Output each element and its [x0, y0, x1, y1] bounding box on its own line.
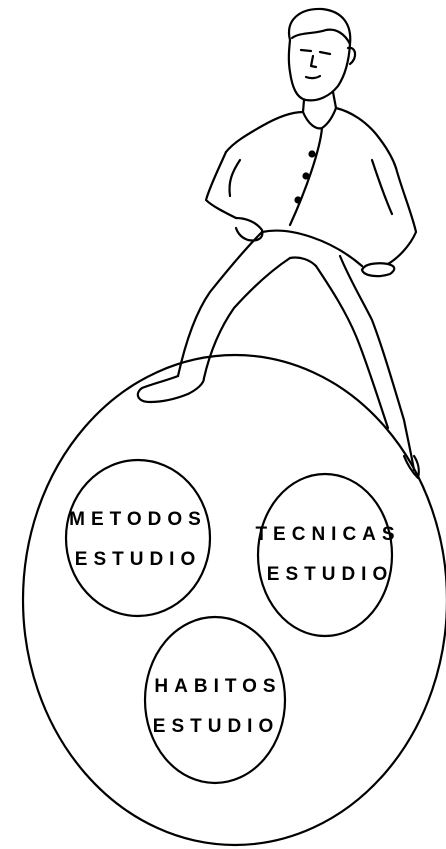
label-habitos: HABITOS: [154, 676, 281, 697]
label-tecnicas: TECNICAS: [255, 524, 400, 545]
circle-metodos: [64, 458, 212, 618]
big-sphere: [21, 353, 446, 847]
man-figure: [136, 7, 420, 480]
label-metodos-estudio: ESTUDIO: [75, 549, 201, 570]
label-metodos: METODOS: [69, 509, 207, 530]
label-habitos-estudio: ESTUDIO: [153, 716, 279, 737]
circle-habitos: [143, 615, 287, 785]
label-tecnicas-estudio: ESTUDIO: [267, 564, 393, 585]
circle-tecnicas: [256, 472, 394, 638]
